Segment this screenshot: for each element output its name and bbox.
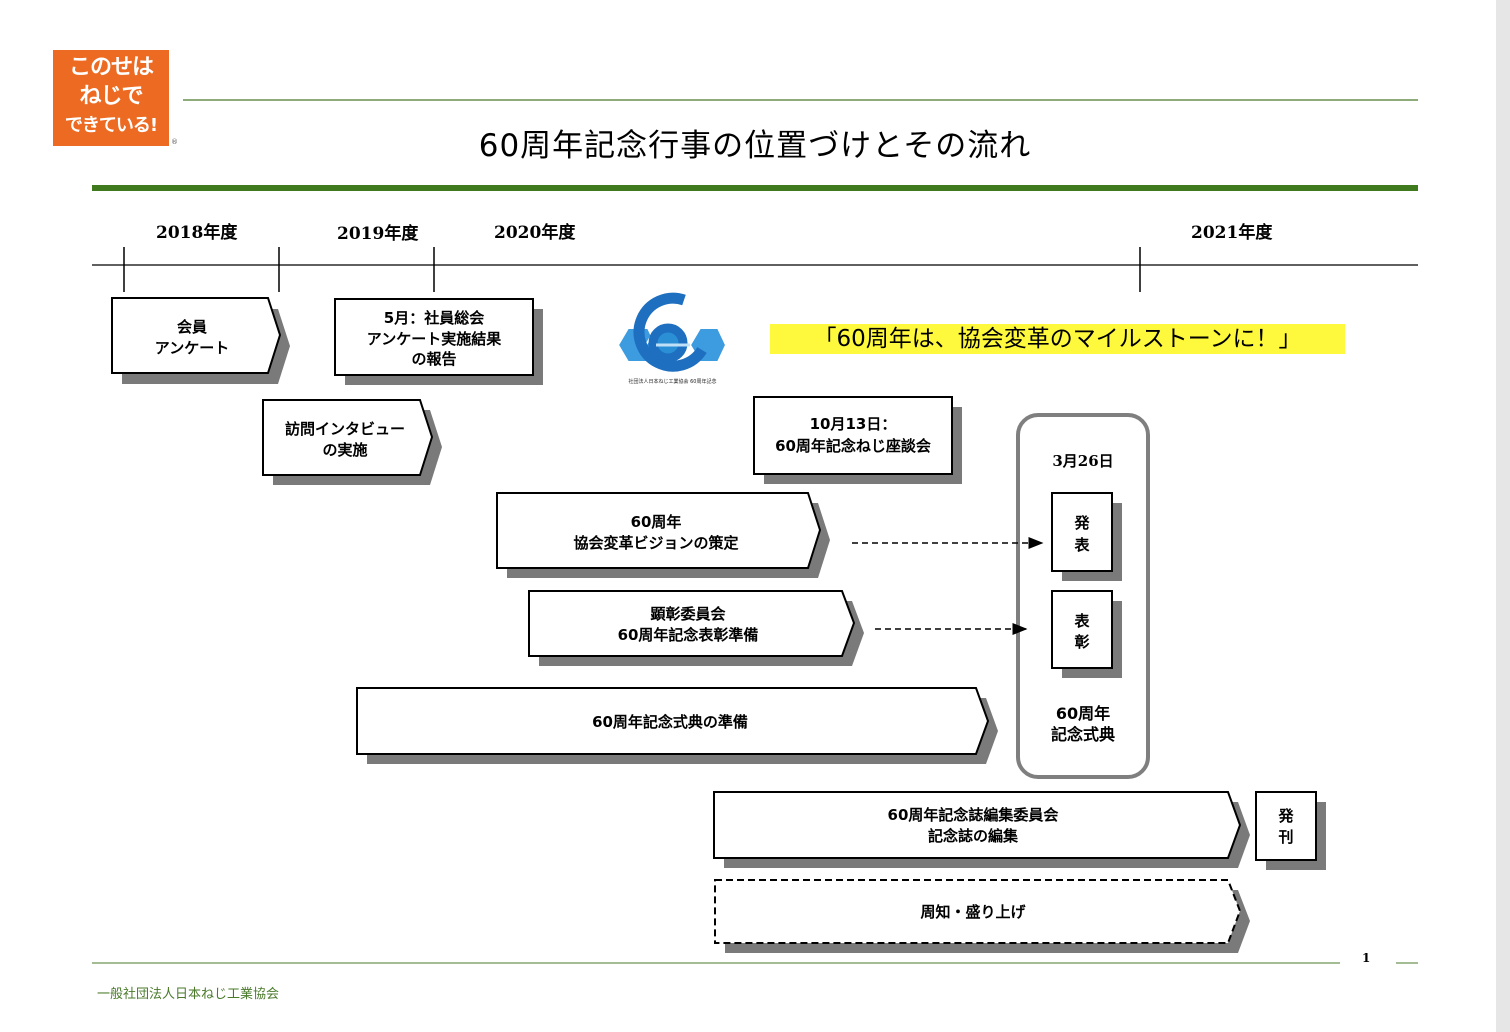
- promotion-node: 周知・盛り上げ: [714, 879, 1250, 953]
- member-survey-node: 会員 アンケート: [111, 297, 290, 384]
- ceremony-caption-line-1: 60周年: [1055, 704, 1111, 723]
- promotion-label: 周知・盛り上げ: [920, 903, 1026, 921]
- awards-committee-node: 顕彰委員会 60周年記念表彰準備: [528, 590, 864, 666]
- member-survey-line-2: アンケート: [155, 339, 229, 357]
- footer-org-name: 一般社団法人日本ねじ工業協会: [97, 987, 280, 1002]
- logo-line-1: このせは: [68, 55, 154, 80]
- anniversary-emblem-icon: [616, 292, 728, 372]
- ceremony-prep-label: 60周年記念式典の準備: [592, 713, 748, 731]
- member-survey-line-1: 会員: [177, 318, 207, 336]
- brand-logo: このせは ねじで できている!: [53, 50, 169, 146]
- header-thick-rule: [92, 185, 1418, 191]
- right-edge-bar: [1496, 0, 1510, 1032]
- announce-line-1: 発: [1073, 514, 1090, 532]
- ceremony-caption: 60周年 記念式典: [1016, 703, 1150, 745]
- logo-line-3: できている!: [64, 115, 158, 136]
- page-number: 1: [1362, 951, 1371, 965]
- registered-mark: ®: [171, 138, 178, 146]
- ceremony-group-box: [1016, 413, 1150, 779]
- year-label-2019: 2019年度: [337, 224, 419, 244]
- year-label-2020: 2020年度: [494, 223, 576, 243]
- page-title: 60周年記念行事の位置づけとその流れ: [478, 128, 1032, 164]
- awards-committee-line-2: 60周年記念表彰準備: [618, 626, 759, 644]
- announce-node: 発 表: [1051, 492, 1122, 581]
- visit-interview-node: 訪問インタビュー の実施: [262, 399, 442, 485]
- year-label-2018: 2018年度: [156, 223, 238, 243]
- ceremony-prep-node: 60周年記念式典の準備: [356, 687, 998, 764]
- visit-interview-line-2: の実施: [322, 441, 367, 459]
- tagline-highlight: 「60周年は、協会変革のマイルストーンに！」: [770, 324, 1345, 354]
- ceremony-date: 3月26日: [1052, 452, 1114, 470]
- logo-line-2: ねじで: [79, 84, 143, 109]
- vision-line-1: 60周年: [631, 513, 682, 531]
- magazine-line-1: 60周年記念誌編集委員会: [888, 806, 1059, 824]
- roundtable-line-2: 60周年記念ねじ座談会: [775, 437, 931, 455]
- publish-line-1: 発: [1277, 807, 1294, 825]
- year-label-2021: 2021年度: [1191, 223, 1273, 243]
- general-meeting-line-2: アンケート実施結果: [367, 330, 502, 348]
- general-meeting-line-1: 5月：社員総会: [384, 309, 484, 327]
- publish-line-2: 刊: [1278, 828, 1293, 846]
- roundtable-line-1: 10月13日：: [810, 415, 897, 433]
- general-meeting-line-3: の報告: [411, 350, 456, 368]
- award-line-1: 表: [1074, 612, 1090, 630]
- magazine-line-2: 記念誌の編集: [928, 827, 1019, 845]
- awards-committee-line-1: 顕彰委員会: [650, 605, 725, 623]
- award-line-2: 彰: [1074, 633, 1089, 651]
- magazine-node: 60周年記念誌編集委員会 記念誌の編集: [713, 791, 1250, 868]
- visit-interview-line-1: 訪問インタビュー: [285, 420, 405, 438]
- general-meeting-node: 5月：社員総会 アンケート実施結果 の報告: [334, 298, 543, 385]
- award-node: 表 彰: [1051, 590, 1122, 678]
- vision-node: 60周年 協会変革ビジョンの策定: [496, 492, 830, 578]
- announce-line-2: 表: [1074, 536, 1090, 554]
- ceremony-caption-line-2: 記念式典: [1050, 725, 1115, 744]
- roundtable-node: 10月13日： 60周年記念ねじ座談会: [753, 396, 962, 484]
- vision-line-2: 協会変革ビジョンの策定: [573, 534, 738, 552]
- emblem-caption: 社団法人日本ねじ工業協会 60周年記念: [628, 379, 717, 385]
- publish-node: 発 刊: [1255, 791, 1326, 870]
